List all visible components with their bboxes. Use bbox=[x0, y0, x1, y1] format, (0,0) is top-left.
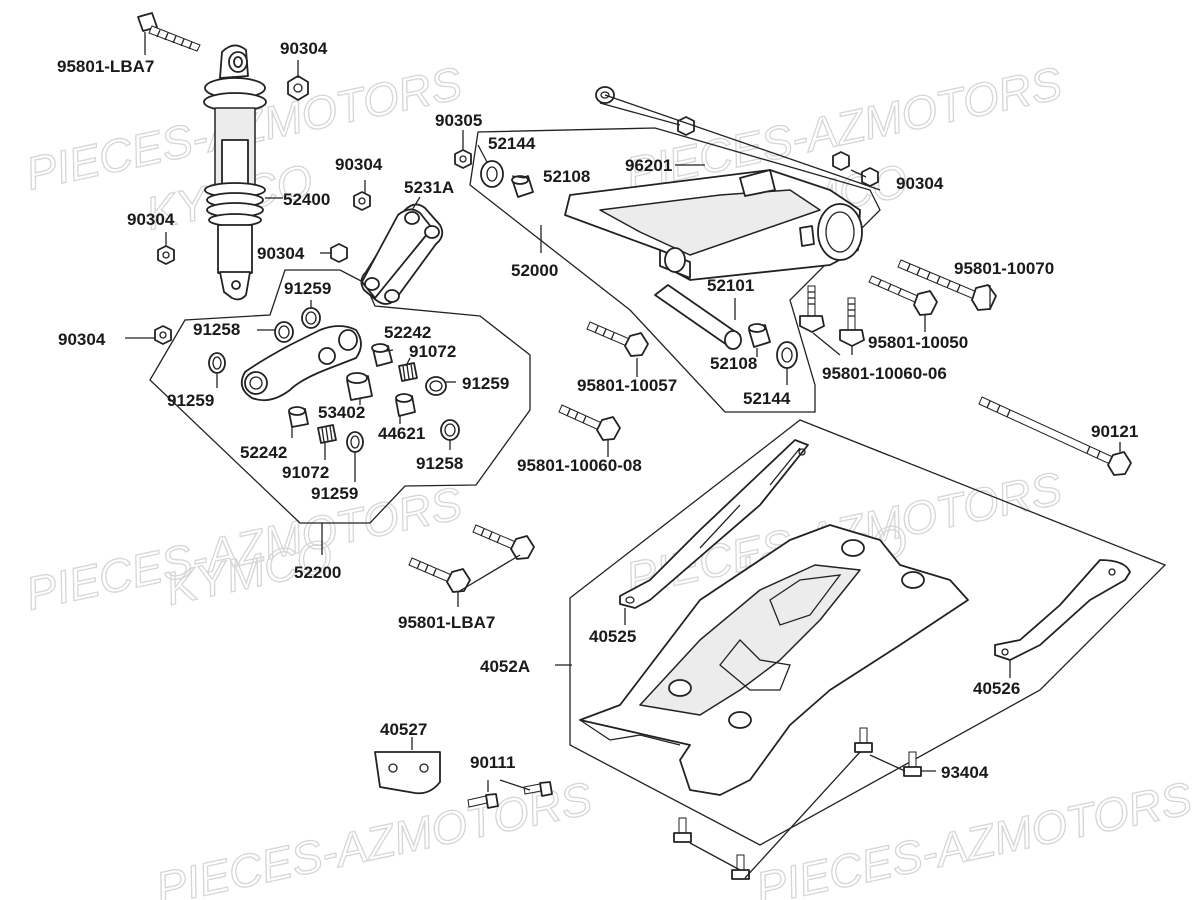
screws-90111 bbox=[467, 781, 553, 809]
part-label: 90304 bbox=[58, 330, 106, 349]
bush-44621 bbox=[395, 393, 416, 417]
cover-4052a bbox=[579, 524, 969, 796]
part-label: 90304 bbox=[127, 210, 175, 229]
part-label: 91258 bbox=[416, 454, 463, 473]
link-5231a bbox=[360, 203, 444, 305]
bracket-40526 bbox=[994, 559, 1131, 661]
part-label: 52108 bbox=[710, 354, 757, 373]
part-label: 90304 bbox=[257, 244, 305, 263]
part-label: 40527 bbox=[380, 720, 427, 739]
nut-90304-b bbox=[353, 191, 371, 211]
part-label: 52101 bbox=[707, 276, 754, 295]
part-label: 90304 bbox=[335, 155, 383, 174]
part-label: 52108 bbox=[543, 167, 590, 186]
collar-52108-b bbox=[748, 323, 771, 348]
bolt-95801-10057 bbox=[586, 321, 649, 357]
part-label: 90305 bbox=[435, 111, 482, 130]
collar-52108-a bbox=[511, 175, 534, 198]
part-label: 90304 bbox=[896, 174, 944, 193]
part-label: 40525 bbox=[589, 627, 636, 646]
part-label: 91259 bbox=[462, 374, 509, 393]
bolt-95801-10060-08 bbox=[558, 404, 621, 441]
bolt-95801-10050 bbox=[868, 275, 938, 316]
part-label: 52200 bbox=[294, 563, 341, 582]
part-label: 91259 bbox=[311, 484, 358, 503]
washer-91259-b bbox=[208, 352, 226, 374]
bearing-91072-a bbox=[398, 362, 418, 382]
part-label: 90121 bbox=[1091, 422, 1138, 441]
bolt-95801-lba7-bottom-b bbox=[408, 557, 471, 593]
part-label: 95801-10060-08 bbox=[517, 456, 642, 475]
plate-40527 bbox=[374, 751, 441, 795]
part-label: 90304 bbox=[280, 39, 328, 58]
part-label: 52242 bbox=[384, 323, 431, 342]
bush-53402 bbox=[346, 372, 373, 401]
bush-52144-b bbox=[776, 341, 798, 369]
part-label: 52000 bbox=[511, 261, 558, 280]
shock-absorber-52400 bbox=[203, 44, 267, 301]
bearing-91072-b bbox=[317, 424, 337, 444]
part-label: 40526 bbox=[973, 679, 1020, 698]
part-label: 91259 bbox=[167, 391, 214, 410]
sleeve-52101 bbox=[654, 284, 742, 350]
bolt-90121 bbox=[978, 396, 1132, 476]
bracket-40525 bbox=[619, 439, 809, 609]
part-label: 4052A bbox=[480, 657, 530, 676]
part-label: 91072 bbox=[282, 463, 329, 482]
bolt-95801-lba7-top bbox=[137, 12, 201, 52]
watermark-text: PIECES-AZMOTORS bbox=[751, 772, 1196, 900]
washer-91258-a bbox=[274, 321, 294, 343]
part-label: 91072 bbox=[409, 342, 456, 361]
nut-90304-f bbox=[832, 151, 879, 187]
nut-90304-e bbox=[154, 325, 172, 345]
part-label: 52144 bbox=[743, 389, 791, 408]
lever-53402 bbox=[240, 325, 362, 402]
washer-91258-b bbox=[440, 419, 460, 441]
part-label: 5231A bbox=[404, 178, 454, 197]
screws-93404 bbox=[673, 727, 922, 880]
nut-90305 bbox=[454, 149, 472, 169]
collar-52242-a bbox=[371, 343, 393, 367]
nut-90304-a bbox=[287, 75, 309, 101]
part-label: 95801-10070 bbox=[954, 259, 1054, 278]
bolts-95801-10060-06 bbox=[799, 285, 865, 347]
part-label: 95801-10057 bbox=[577, 376, 677, 395]
part-label: 96201 bbox=[625, 156, 672, 175]
part-label: 91259 bbox=[284, 279, 331, 298]
nut-90304-c bbox=[157, 245, 175, 265]
part-label: 52242 bbox=[240, 443, 287, 462]
bush-52144-a bbox=[480, 160, 504, 188]
bolt-95801-lba7-bottom-a bbox=[472, 524, 535, 560]
part-label: 93404 bbox=[941, 763, 989, 782]
part-label: 44621 bbox=[378, 424, 425, 443]
washer-91259-d bbox=[346, 431, 364, 453]
watermark: PIECES-AZMOTORS KYMCO PIECES-AZMOTORS KY… bbox=[21, 56, 1198, 900]
leader-lines bbox=[125, 32, 1121, 879]
part-label: 95801-LBA7 bbox=[57, 57, 154, 76]
part-label: 52400 bbox=[283, 190, 330, 209]
washer-91259-c bbox=[425, 376, 447, 396]
part-label: 91258 bbox=[193, 320, 240, 339]
part-label: 52144 bbox=[488, 134, 536, 153]
cover-group-outline bbox=[569, 419, 1167, 846]
part-label: 95801-LBA7 bbox=[398, 613, 495, 632]
part-label: 95801-10050 bbox=[868, 333, 968, 352]
collar-52242-b bbox=[288, 406, 309, 428]
swingarm-group-outline bbox=[469, 127, 881, 413]
part-label: 90111 bbox=[470, 753, 515, 772]
nut-top-mid bbox=[677, 116, 695, 136]
nut-90304-d bbox=[330, 243, 348, 263]
swingarm-52000 bbox=[564, 169, 863, 281]
part-label: 53402 bbox=[318, 403, 365, 422]
part-label: 95801-10060-06 bbox=[822, 364, 947, 383]
part-labels: 95801-LBA7 90304 90304 52400 90304 90304… bbox=[57, 39, 1138, 782]
washer-91259-a bbox=[301, 307, 321, 329]
